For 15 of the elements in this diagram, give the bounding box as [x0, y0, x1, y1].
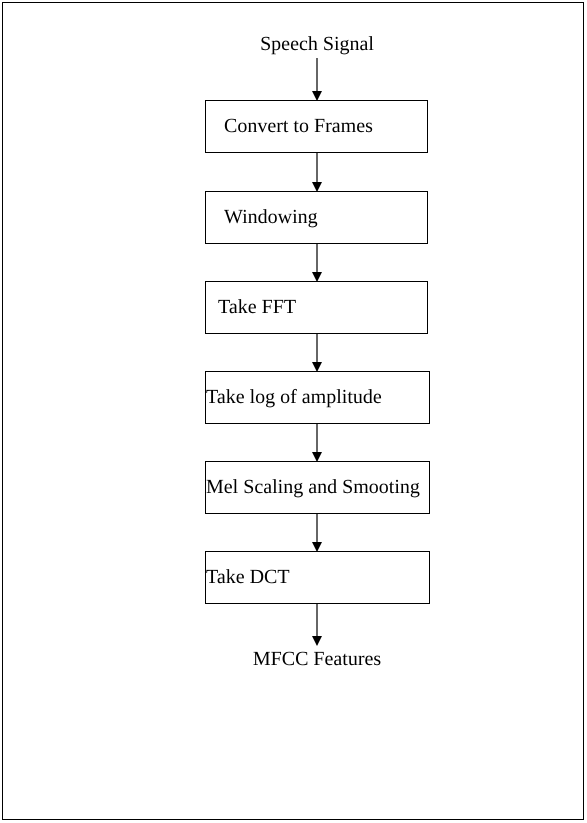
flow-terminal-text: MFCC Features: [217, 645, 417, 673]
flow-terminal-text: Speech Signal: [217, 30, 417, 58]
process-box: Windowing: [205, 191, 428, 244]
arrow: [312, 334, 322, 372]
process-box: Mel Scaling and Smooting: [205, 461, 430, 514]
process-box: Take DCT: [205, 551, 430, 604]
arrow: [312, 424, 322, 462]
arrow: [312, 244, 322, 282]
arrow: [312, 58, 322, 101]
arrow: [312, 153, 322, 192]
arrow: [312, 604, 322, 646]
process-box: Take FFT: [205, 281, 428, 334]
process-box: Convert to Frames: [205, 100, 428, 153]
arrow: [312, 514, 322, 552]
process-box: Take log of amplitude: [205, 371, 430, 424]
